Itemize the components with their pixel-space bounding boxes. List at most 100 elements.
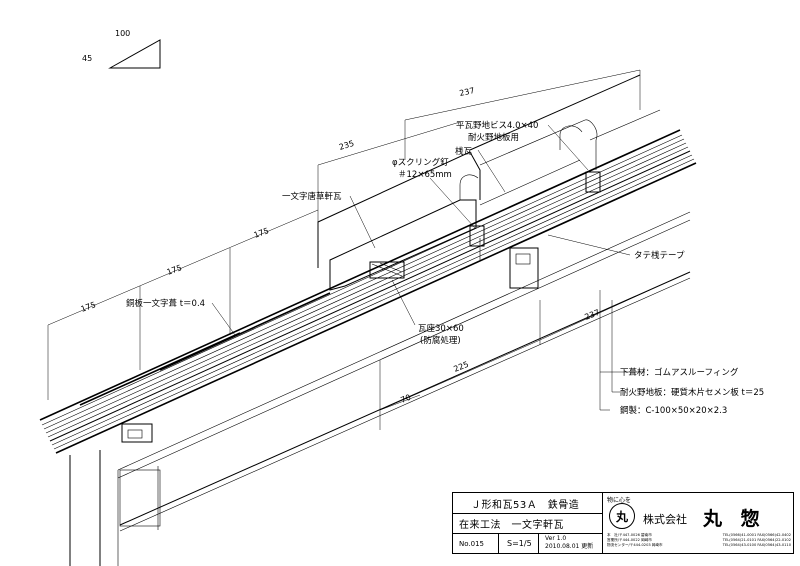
- dim-line: [47, 209, 319, 326]
- address-phone: TEL(0564)21-0101 FAX(0564)22-0102: [722, 538, 791, 542]
- batten-tile: [479, 119, 598, 170]
- slope-run: 100: [115, 29, 130, 38]
- dim-line: [404, 69, 641, 121]
- address-location: 営業所/〒444-0022 岡崎市: [607, 538, 652, 542]
- dim-right-span: 237: [583, 308, 601, 322]
- deck-layer-line: [43, 138, 685, 430]
- batten-tile-top: [469, 74, 641, 151]
- leader-line: [429, 177, 476, 229]
- company-type: 株式会社: [643, 513, 687, 526]
- leader-line: [211, 302, 236, 336]
- roof-deck-layers: [39, 129, 697, 454]
- slogan: 物に心を: [607, 497, 632, 504]
- slope-indicator: 100 45: [82, 29, 161, 69]
- update-date: 2010.08.01 更新: [545, 543, 594, 550]
- label-tate-tape: タテ桟テープ: [634, 250, 685, 261]
- leader-lines: [211, 124, 645, 411]
- dim-span-c: 175: [253, 226, 270, 240]
- eave-tile-front: [317, 151, 481, 268]
- slope-rise: 45: [82, 54, 92, 63]
- leader-line: [547, 124, 589, 171]
- company-addresses: 本 社/〒447-0026 碧南市 TEL(0566)41-0001 FAX(0…: [607, 533, 791, 548]
- label-copper-sheet: 銅板一文字葺 t＝0.4: [126, 298, 205, 309]
- tile-roll-upper: [559, 125, 583, 150]
- tile-body: [479, 159, 581, 206]
- slope-triangle: [108, 39, 161, 69]
- address-phone: TEL(0564)43-0100 FAX(0564)43-0110: [722, 543, 791, 547]
- leader-line: [391, 279, 416, 326]
- address-row: 本 社/〒447-0026 碧南市 TEL(0566)41-0001 FAX(0…: [607, 533, 791, 538]
- roof-tiles: [317, 74, 661, 291]
- label-kawara-2: (防腐処理): [420, 335, 461, 346]
- c-channel: [121, 423, 153, 443]
- label-ring-nail-1: φスクリング釘: [392, 157, 449, 168]
- leader-line: [349, 195, 376, 249]
- c-channel-upper: [509, 247, 539, 289]
- dim-line: [539, 289, 651, 341]
- dim-depth: 70: [399, 393, 412, 405]
- dim-line: [317, 121, 461, 166]
- deck-bottom-line: [55, 162, 697, 454]
- leader-line: [477, 149, 506, 193]
- frame-line: [119, 277, 691, 532]
- label-eave-tile: 一文字唐草軒瓦: [282, 191, 342, 202]
- dim-upper-span: 235: [338, 139, 355, 152]
- frame-line: [117, 211, 691, 471]
- label-fire-board: 耐火野地板：硬質木片セメン板 t＝25: [620, 387, 764, 398]
- screw-upper-right: [585, 171, 601, 193]
- dimension-lines: 237 235 175 175 175 237 225 70: [47, 69, 651, 430]
- deck-layer-line: [47, 146, 689, 438]
- dim-span-a: 175: [80, 300, 97, 314]
- construction-method: 在来工法 一文字軒瓦: [453, 514, 603, 534]
- batten-tile-upper: [589, 109, 661, 141]
- label-steel: 鋼製：C-100×50×20×2.3: [620, 405, 727, 416]
- eave-tile: [329, 199, 477, 291]
- kawara-za: [369, 261, 405, 279]
- tile-roll: [459, 174, 479, 200]
- address-phone: TEL(0566)41-0001 FAX(0566)42-0402: [722, 533, 791, 537]
- c-channel-web: [119, 469, 161, 527]
- label-underlay: 下葺材：ゴムアスルーフィング: [620, 367, 739, 378]
- address-location: 物流センター/〒444-0203 岡崎市: [607, 543, 663, 547]
- address-row: 営業所/〒444-0022 岡崎市 TEL(0564)21-0101 FAX(0…: [607, 538, 791, 543]
- dim-line: [379, 394, 421, 411]
- drawing-scale: S=1/5: [499, 534, 539, 553]
- address-row: 物流センター/〒444-0203 岡崎市 TEL(0564)43-0100 FA…: [607, 543, 791, 548]
- dim-line: [379, 339, 541, 411]
- address-location: 本 社/〒447-0026 碧南市: [607, 533, 652, 537]
- screw-upper-left: [469, 225, 485, 247]
- kawara-hatch: [371, 263, 403, 277]
- leader-line: [547, 234, 631, 256]
- steel-frame: [69, 211, 691, 566]
- company-panel: 物に心を 丸 株式会社 丸 惣 本 社/〒447-0026 碧南市 TEL(05…: [603, 493, 793, 553]
- dim-span-b: 175: [166, 263, 183, 277]
- label-kawara-1: 瓦座30×60: [418, 323, 464, 334]
- deck-layer-line: [45, 142, 687, 434]
- frame-line: [117, 219, 691, 479]
- version-info: Ver 1.0 2010.08.01 更新: [539, 534, 603, 553]
- version: Ver 1.0: [545, 535, 567, 542]
- title-block-left: [453, 493, 603, 553]
- company-seal-icon: 丸: [609, 503, 635, 529]
- deck-top-line: [39, 129, 681, 421]
- deck-layer-line: [41, 134, 683, 426]
- label-batten: 桟瓦: [455, 146, 473, 157]
- drawing-title: Ｊ形和瓦53Ａ 鉄骨造: [453, 493, 603, 514]
- label-screw-1: 平瓦野地ビス4.0×40: [456, 120, 538, 131]
- deck-layer-line: [53, 158, 695, 450]
- deck-layer-line: [51, 154, 693, 446]
- bolt-head: [127, 429, 143, 439]
- dim-top-span: 237: [459, 86, 476, 98]
- title-block: Ｊ形和瓦53Ａ 鉄骨造 在来工法 一文字軒瓦 No.015 S=1/5 Ver …: [452, 492, 794, 554]
- label-screw-2: 耐火野地板用: [468, 132, 519, 143]
- copper-sheet-strip: [159, 292, 331, 371]
- label-ring-nail-2: ＃12×65mm: [398, 170, 452, 180]
- bolt-head-upper: [515, 253, 531, 265]
- drawing-number: No.015: [453, 534, 499, 553]
- company-name: 丸 惣: [703, 508, 766, 530]
- deck-layer-line: [49, 150, 691, 442]
- kawara-hatch: [379, 262, 403, 273]
- annotations: 平瓦野地ビス4.0×40 耐火野地板用 桟瓦 φスクリング釘 ＃12×65mm …: [126, 120, 764, 416]
- frame-line: [119, 271, 691, 526]
